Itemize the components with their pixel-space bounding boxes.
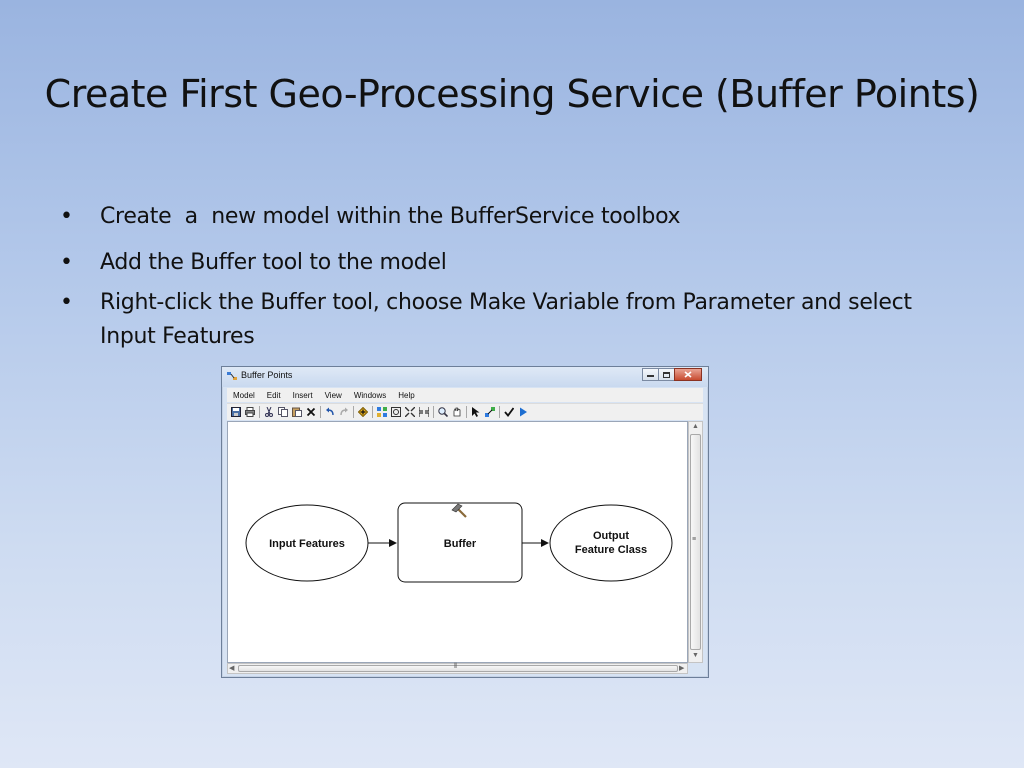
maximize-icon [663,371,670,378]
maximize-button[interactable] [658,368,675,381]
undo-icon[interactable] [325,407,336,418]
vertical-scrollbar[interactable]: ▲ ≡ ▼ [688,421,703,663]
close-button[interactable] [674,368,702,381]
toolbar-separator [466,406,467,418]
menu-model[interactable]: Model [233,390,255,400]
save-icon[interactable] [231,407,242,418]
toolbar-separator [433,406,434,418]
toolbar-separator [499,406,500,418]
model-app-icon [227,372,237,380]
delete-icon[interactable] [306,407,317,418]
redo-icon[interactable] [339,407,350,418]
menu-insert[interactable]: Insert [292,390,313,400]
toolbar-separator [353,406,354,418]
scroll-down-icon[interactable]: ▼ [692,652,699,659]
bullet-item: Add the Buffer tool to the model [60,246,960,280]
validate-icon[interactable] [504,407,515,418]
menu-windows[interactable]: Windows [353,390,387,400]
menu-help[interactable]: Help [398,390,415,400]
fixed-zoom-in-icon[interactable] [405,407,416,418]
close-icon [684,371,692,378]
toolbar [227,403,703,420]
input-features-label: Input Features [269,538,345,550]
scroll-right-icon[interactable]: ▶ [679,665,685,672]
zoom-in-icon[interactable] [438,407,449,418]
grip-icon: ⦀ [454,663,458,670]
horizontal-scroll-thumb[interactable] [238,665,678,672]
menu-edit[interactable]: Edit [266,390,281,400]
bullet-list: Create a new model within the BufferServ… [60,200,960,354]
add-data-icon[interactable] [358,407,369,418]
auto-layout-icon[interactable] [377,407,388,418]
connect-icon[interactable] [485,407,496,418]
slide-title: Create First Geo-Processing Service (Buf… [44,72,980,116]
paste-icon[interactable] [292,407,303,418]
window-title: Buffer Points [241,370,293,380]
hammer-icon [451,503,467,518]
bullet-item: Create a new model within the BufferServ… [60,200,960,234]
window-titlebar[interactable]: Buffer Points [222,367,708,387]
bullet-item: Right-click the Buffer tool, choose Make… [60,286,960,354]
input-features-node[interactable]: Input Features [245,504,369,582]
scroll-up-icon[interactable]: ▲ [692,423,699,430]
scroll-left-icon[interactable]: ◀ [229,665,235,672]
select-icon[interactable] [471,407,482,418]
fixed-zoom-out-icon[interactable] [419,407,430,418]
toolbar-separator [372,406,373,418]
buffer-label: Buffer [444,538,477,550]
cut-icon[interactable] [264,407,275,418]
model-canvas[interactable]: Input Features Buffer Output Feature Cla… [227,421,688,663]
output-feature-class-node[interactable]: Output Feature Class [549,504,673,582]
full-extent-icon[interactable] [391,407,402,418]
run-icon[interactable] [518,407,529,418]
menu-bar: Model Edit Insert View Windows Help [227,388,703,402]
grip-icon: ≡ [692,536,697,543]
pan-icon[interactable] [452,407,463,418]
output-label-line1: Output [593,530,629,542]
output-label-line2: Feature Class [575,544,647,556]
horizontal-scrollbar[interactable]: ◀ ⦀ ▶ [227,663,688,674]
model-diagram: Input Features Buffer Output Feature Cla… [245,502,673,583]
copy-icon[interactable] [278,407,289,418]
minimize-icon [647,375,654,377]
vertical-scroll-thumb[interactable] [690,434,701,650]
model-builder-window: Buffer Points Model Edit Insert View Win… [221,366,709,678]
toolbar-separator [259,406,260,418]
minimize-button[interactable] [642,368,659,381]
toolbar-separator [320,406,321,418]
print-icon[interactable] [245,407,256,418]
menu-view[interactable]: View [324,390,342,400]
buffer-tool-node[interactable]: Buffer [397,502,523,583]
